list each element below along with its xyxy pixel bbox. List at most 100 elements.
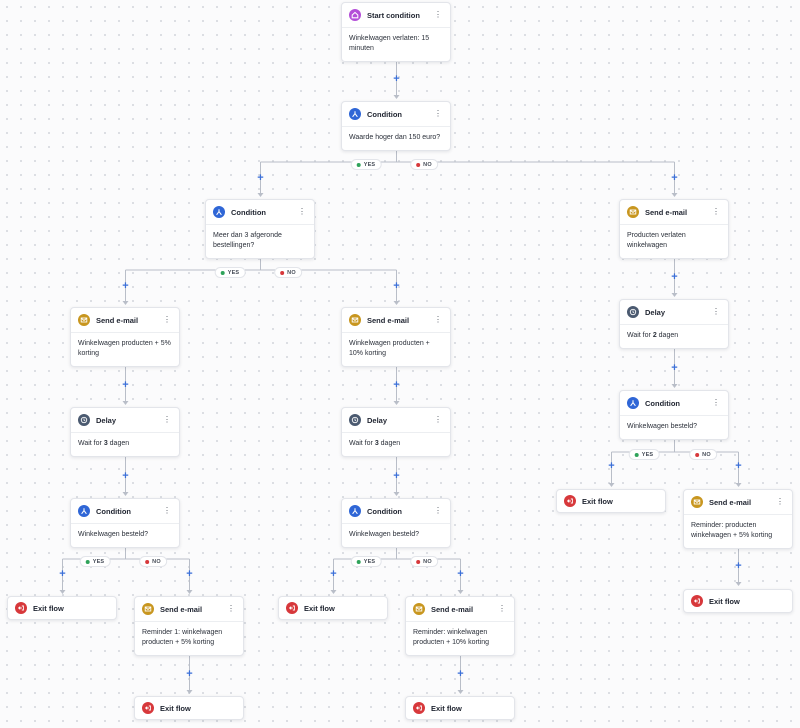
- card-title: Send e-mail: [367, 315, 410, 325]
- more-menu-icon[interactable]: ⋮: [712, 207, 720, 216]
- card-title: Send e-mail: [645, 207, 688, 217]
- clock-icon: [78, 414, 90, 426]
- add-step-button[interactable]: +: [59, 568, 66, 580]
- delay-card[interactable]: Delay ⋮ Wait for 2 dagen: [619, 299, 729, 349]
- add-step-button[interactable]: +: [671, 172, 678, 184]
- condition-card[interactable]: Condition ⋮ Waarde hoger dan 150 euro?: [341, 101, 451, 151]
- delay-prefix: Wait for: [78, 440, 104, 447]
- send-email-card[interactable]: Send e-mail ⋮ Producten verlaten winkelw…: [619, 199, 729, 259]
- card-header: Start condition ⋮: [342, 3, 450, 28]
- more-menu-icon[interactable]: ⋮: [712, 307, 720, 316]
- card-title: Exit flow: [431, 703, 462, 713]
- condition-card[interactable]: Condition ⋮ Winkelwagen besteld?: [341, 498, 451, 548]
- more-menu-icon[interactable]: ⋮: [712, 398, 720, 407]
- card-header: Exit flow: [135, 697, 243, 719]
- no-dot-icon: [145, 559, 150, 564]
- yes-dot-icon: [634, 452, 639, 457]
- exit-flow-card[interactable]: Exit flow: [7, 596, 117, 620]
- send-email-card[interactable]: Send e-mail ⋮ Reminder: winkelwagen prod…: [405, 596, 515, 656]
- yes-dot-icon: [356, 162, 361, 167]
- add-step-button[interactable]: +: [457, 568, 464, 580]
- exit-flow-card[interactable]: Exit flow: [405, 696, 515, 720]
- add-step-button[interactable]: +: [393, 470, 400, 482]
- exit-flow-card[interactable]: Exit flow: [134, 696, 244, 720]
- more-menu-icon[interactable]: ⋮: [227, 604, 235, 613]
- add-step-button[interactable]: +: [393, 73, 400, 85]
- card-description: Waarde hoger dan 150 euro?: [349, 134, 441, 141]
- add-step-button[interactable]: +: [122, 379, 129, 391]
- exit-icon: [142, 702, 154, 714]
- card-title: Exit flow: [160, 703, 191, 713]
- card-header: Send e-mail ⋮: [406, 597, 514, 622]
- more-menu-icon[interactable]: ⋮: [434, 506, 442, 515]
- add-step-button[interactable]: +: [457, 668, 464, 680]
- send-email-card[interactable]: Send e-mail ⋮ Winkelwagen producten + 5%…: [70, 307, 180, 367]
- add-step-button[interactable]: +: [122, 280, 129, 292]
- card-header: Exit flow: [279, 597, 387, 619]
- delay-amount: 2: [652, 332, 657, 339]
- delay-amount: 3: [374, 440, 379, 447]
- card-title: Exit flow: [582, 496, 613, 506]
- exit-flow-card[interactable]: Exit flow: [556, 489, 666, 513]
- add-step-button[interactable]: +: [257, 172, 264, 184]
- yes-dot-icon: [85, 559, 90, 564]
- more-menu-icon[interactable]: ⋮: [298, 207, 306, 216]
- add-step-button[interactable]: +: [671, 271, 678, 283]
- exit-flow-card[interactable]: Exit flow: [683, 589, 793, 613]
- add-step-button[interactable]: +: [186, 568, 193, 580]
- more-menu-icon[interactable]: ⋮: [163, 415, 171, 424]
- more-menu-icon[interactable]: ⋮: [776, 497, 784, 506]
- card-header: Exit flow: [684, 590, 792, 612]
- add-step-button[interactable]: +: [671, 362, 678, 374]
- send-email-card[interactable]: Send e-mail ⋮ Winkelwagen producten + 10…: [341, 307, 451, 367]
- mail-icon: [78, 314, 90, 326]
- more-menu-icon[interactable]: ⋮: [434, 109, 442, 118]
- add-step-button[interactable]: +: [393, 280, 400, 292]
- condition-card[interactable]: Condition ⋮ Meer dan 3 afgeronde bestell…: [205, 199, 315, 259]
- card-title: Condition: [96, 506, 131, 516]
- no-branch-label: NO: [689, 449, 717, 460]
- card-title: Delay: [96, 415, 117, 425]
- more-menu-icon[interactable]: ⋮: [434, 315, 442, 324]
- add-step-button[interactable]: +: [608, 460, 615, 472]
- yes-text: YES: [227, 269, 240, 276]
- delay-amount: 3: [103, 440, 108, 447]
- add-step-button[interactable]: +: [186, 668, 193, 680]
- card-description: Reminder: winkelwagen producten + 10% ko…: [413, 629, 490, 646]
- card-description: Producten verlaten winkelwagen: [627, 232, 686, 249]
- branch-icon: [349, 505, 361, 517]
- yes-text: YES: [641, 451, 654, 458]
- card-title: Delay: [367, 415, 388, 425]
- more-menu-icon[interactable]: ⋮: [163, 315, 171, 324]
- send-email-card[interactable]: Send e-mail ⋮ Reminder 1: winkelwagen pr…: [134, 596, 244, 656]
- yes-branch-label: YES: [350, 556, 382, 567]
- add-step-button[interactable]: +: [393, 379, 400, 391]
- exit-flow-card[interactable]: Exit flow: [278, 596, 388, 620]
- more-menu-icon[interactable]: ⋮: [434, 10, 442, 19]
- add-step-button[interactable]: +: [735, 560, 742, 572]
- card-header: Delay ⋮: [620, 300, 728, 325]
- condition-card[interactable]: Condition ⋮ Winkelwagen besteld?: [619, 390, 729, 440]
- condition-card[interactable]: Condition ⋮ Winkelwagen besteld?: [70, 498, 180, 548]
- more-menu-icon[interactable]: ⋮: [434, 415, 442, 424]
- more-menu-icon[interactable]: ⋮: [163, 506, 171, 515]
- send-email-card[interactable]: Send e-mail ⋮ Reminder: producten winkel…: [683, 489, 793, 549]
- start-condition-card[interactable]: Start condition ⋮ Winkelwagen verlaten: …: [341, 2, 451, 62]
- add-step-button[interactable]: +: [735, 460, 742, 472]
- branch-icon: [78, 505, 90, 517]
- delay-prefix: Wait for: [349, 440, 375, 447]
- card-title: Condition: [367, 109, 402, 119]
- delay-card[interactable]: Delay ⋮ Wait for 3 dagen: [70, 407, 180, 457]
- no-dot-icon: [695, 452, 700, 457]
- delay-card[interactable]: Delay ⋮ Wait for 3 dagen: [341, 407, 451, 457]
- card-title: Exit flow: [33, 603, 64, 613]
- card-header: Condition ⋮: [71, 499, 179, 524]
- more-menu-icon[interactable]: ⋮: [498, 604, 506, 613]
- card-header: Send e-mail ⋮: [135, 597, 243, 622]
- add-step-button[interactable]: +: [122, 470, 129, 482]
- delay-unit: dagen: [378, 440, 401, 447]
- card-title: Send e-mail: [160, 604, 203, 614]
- card-title: Send e-mail: [96, 315, 139, 325]
- add-step-button[interactable]: +: [330, 568, 337, 580]
- card-description: Winkelwagen producten + 10% korting: [349, 340, 430, 357]
